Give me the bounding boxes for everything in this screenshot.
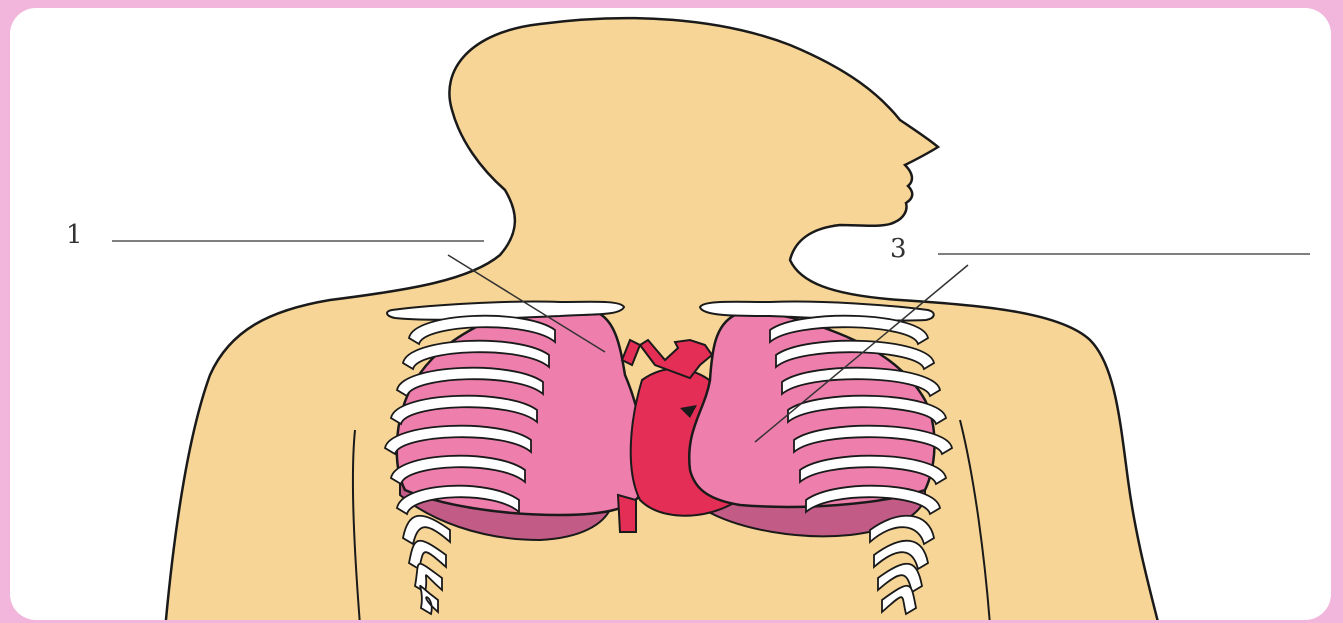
- anatomy-diagram: [10, 8, 1331, 620]
- diagram-frame: 1 3: [10, 8, 1331, 620]
- vena-cava: [618, 495, 636, 532]
- body-silhouette: [165, 18, 1160, 620]
- label-3: 3: [890, 234, 907, 264]
- label-1: 1: [66, 220, 83, 250]
